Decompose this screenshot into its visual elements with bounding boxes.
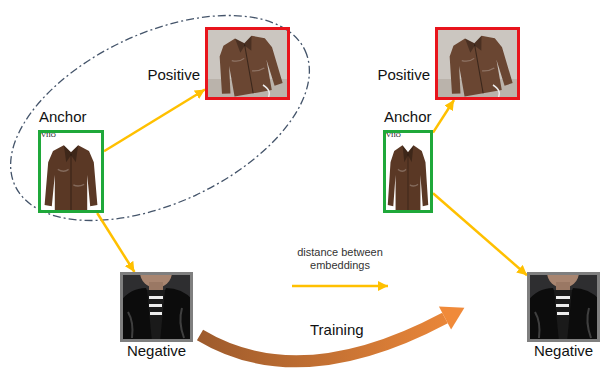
distance-arrow (97, 213, 134, 272)
training-arrow (200, 318, 445, 361)
image-box: Positive (435, 27, 520, 100)
group-ellipse (0, 0, 341, 263)
image-box: Negative (527, 272, 600, 342)
anchor-photo (383, 130, 433, 213)
positive-photo (435, 27, 520, 100)
watermark: VIIO (386, 131, 401, 140)
watermark: VIIO (41, 131, 56, 140)
jacket-image (388, 145, 428, 210)
image-box: Anchor (383, 130, 433, 213)
node-label: Anchor (39, 108, 87, 126)
distance-arrow (104, 90, 205, 152)
distance-arrow (433, 193, 527, 275)
legend-text: distance between embeddings (290, 246, 390, 272)
negative-photo (120, 256, 193, 342)
training-arrowhead (439, 307, 465, 330)
node-label: Anchor (384, 108, 432, 126)
image-box: Positive (205, 27, 290, 100)
step-label: Training (310, 321, 364, 338)
positive-photo (205, 27, 290, 100)
image-box: Negative (120, 272, 193, 342)
node-label: Positive (147, 66, 200, 84)
node-label: Positive (377, 66, 430, 84)
legend-arrow (292, 285, 388, 288)
legend-sample (290, 278, 390, 294)
image-box: Anchor (38, 130, 104, 213)
anchor-photo (38, 130, 104, 213)
distance-arrow (433, 100, 454, 133)
node-label: Negative (534, 342, 593, 360)
legend-item: distance between embeddings (290, 246, 390, 294)
jacket-image (45, 145, 98, 210)
negative-photo (527, 256, 600, 342)
node-label: Negative (127, 342, 186, 360)
